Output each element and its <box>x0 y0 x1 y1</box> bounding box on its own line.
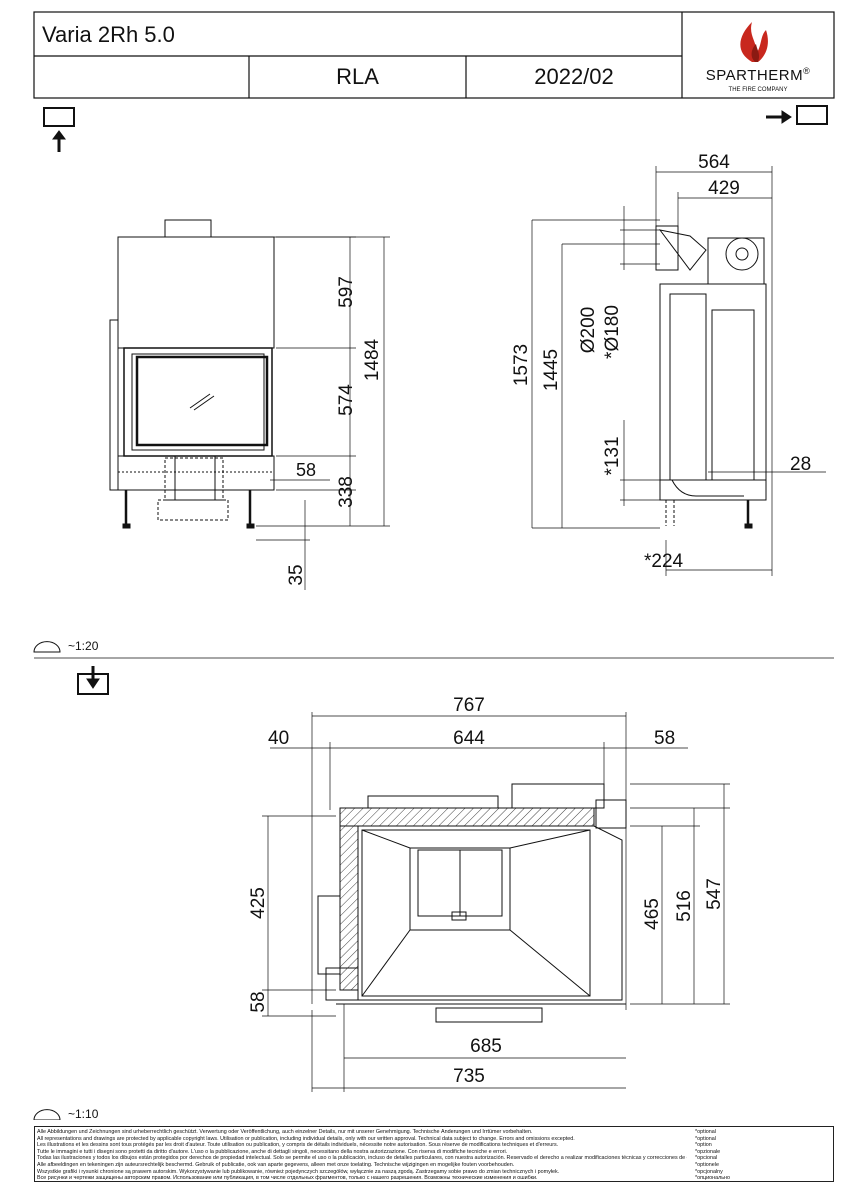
optional-pl: *opcjonalny <box>695 1168 723 1175</box>
front-view <box>109 219 390 590</box>
optional-es: *opcional <box>695 1155 718 1162</box>
copyright-fr: Les illustrations et les dessins sont to… <box>37 1142 559 1149</box>
drawing-code: RLA <box>336 64 379 89</box>
dim-574: 574 <box>336 384 357 416</box>
dim-28: 28 <box>790 454 811 475</box>
dim-644: 644 <box>453 728 485 749</box>
optional-fr: *option <box>695 1142 712 1149</box>
dim-1573: 1573 <box>511 344 532 386</box>
scale-label-top: ~1:20 <box>68 639 99 653</box>
dim-425: 425 <box>248 887 269 919</box>
dim-516: 516 <box>674 890 695 922</box>
dim-429: 429 <box>708 178 740 199</box>
plan-view <box>262 712 730 1092</box>
scale-label-bottom: ~1:10 <box>68 1107 99 1120</box>
scale-ruler-icon-top <box>33 641 61 653</box>
optional-nl: *optionele <box>695 1161 719 1168</box>
scale-ruler-icon-bottom <box>33 1109 61 1120</box>
optional-legend: *optional *optional *option *opzionale *… <box>695 1129 831 1182</box>
dim-58-front: 58 <box>296 460 316 480</box>
brand-name: SPARTHERM <box>705 67 804 84</box>
copyright-footer: Alle Abbildungen und Zeichnungen sind ur… <box>34 1126 834 1182</box>
dim-597: 597 <box>336 276 357 308</box>
dim-131: *131 <box>602 436 623 475</box>
spartherm-flame-icon <box>740 22 768 62</box>
dim-1445: 1445 <box>541 349 562 391</box>
dim-338: 338 <box>336 476 357 508</box>
optional-en: *optional <box>695 1135 716 1142</box>
drawing-date: 2022/02 <box>534 64 614 89</box>
optional-it: *opzionale <box>695 1148 721 1155</box>
top-view-icon <box>77 666 109 695</box>
side-view-icon <box>766 105 828 125</box>
dim-735: 735 <box>453 1066 485 1087</box>
dim-d200: Ø200 <box>578 307 599 353</box>
brand-mark: ® <box>803 66 811 76</box>
optional-de: *optional <box>695 1129 716 1135</box>
dim-40: 40 <box>268 728 289 749</box>
copyright-text: Alle Abbildungen und Zeichnungen sind ur… <box>37 1129 687 1182</box>
copyright-nl: Alle afbeeldingen en tekeningen zijn aut… <box>37 1161 515 1168</box>
front-view-icon <box>43 107 75 152</box>
dim-767: 767 <box>453 695 485 716</box>
dim-35: 35 <box>286 564 307 585</box>
dim-58-plan-top: 58 <box>654 728 675 749</box>
brand-logo: SPARTHERM® <box>682 66 834 84</box>
dim-547: 547 <box>704 878 725 910</box>
optional-ru: *опционально <box>695 1175 731 1182</box>
copyright-it: Tutte le immagini e tutti i disegni sono… <box>37 1148 508 1155</box>
dim-224: *224 <box>644 551 684 572</box>
model-name: Varia 2Rh 5.0 <box>42 22 175 47</box>
dim-1484: 1484 <box>362 338 383 381</box>
copyright-pl: Wszystkie grafiki i rysunki chronione są… <box>37 1168 560 1175</box>
brand-tagline: THE FIRE COMPANY <box>728 87 788 93</box>
dim-58-plan-left: 58 <box>248 991 269 1012</box>
dim-685: 685 <box>470 1036 502 1057</box>
dim-564: 564 <box>698 152 730 173</box>
copyright-es: Todas las ilustraciones y todos los dibu… <box>37 1155 687 1162</box>
copyright-de: Alle Abbildungen und Zeichnungen sind ur… <box>37 1129 533 1135</box>
title-block <box>33 11 835 99</box>
side-view <box>531 166 826 576</box>
copyright-ru: Все рисунки и чертежи защищены авторским… <box>37 1175 538 1182</box>
technical-drawing: 597 574 1484 58 338 35 564 429 1573 1445… <box>33 105 834 1120</box>
dim-465: 465 <box>642 898 663 930</box>
copyright-en: All representations and drawings are pro… <box>37 1135 575 1142</box>
dim-d180: *Ø180 <box>602 305 623 359</box>
